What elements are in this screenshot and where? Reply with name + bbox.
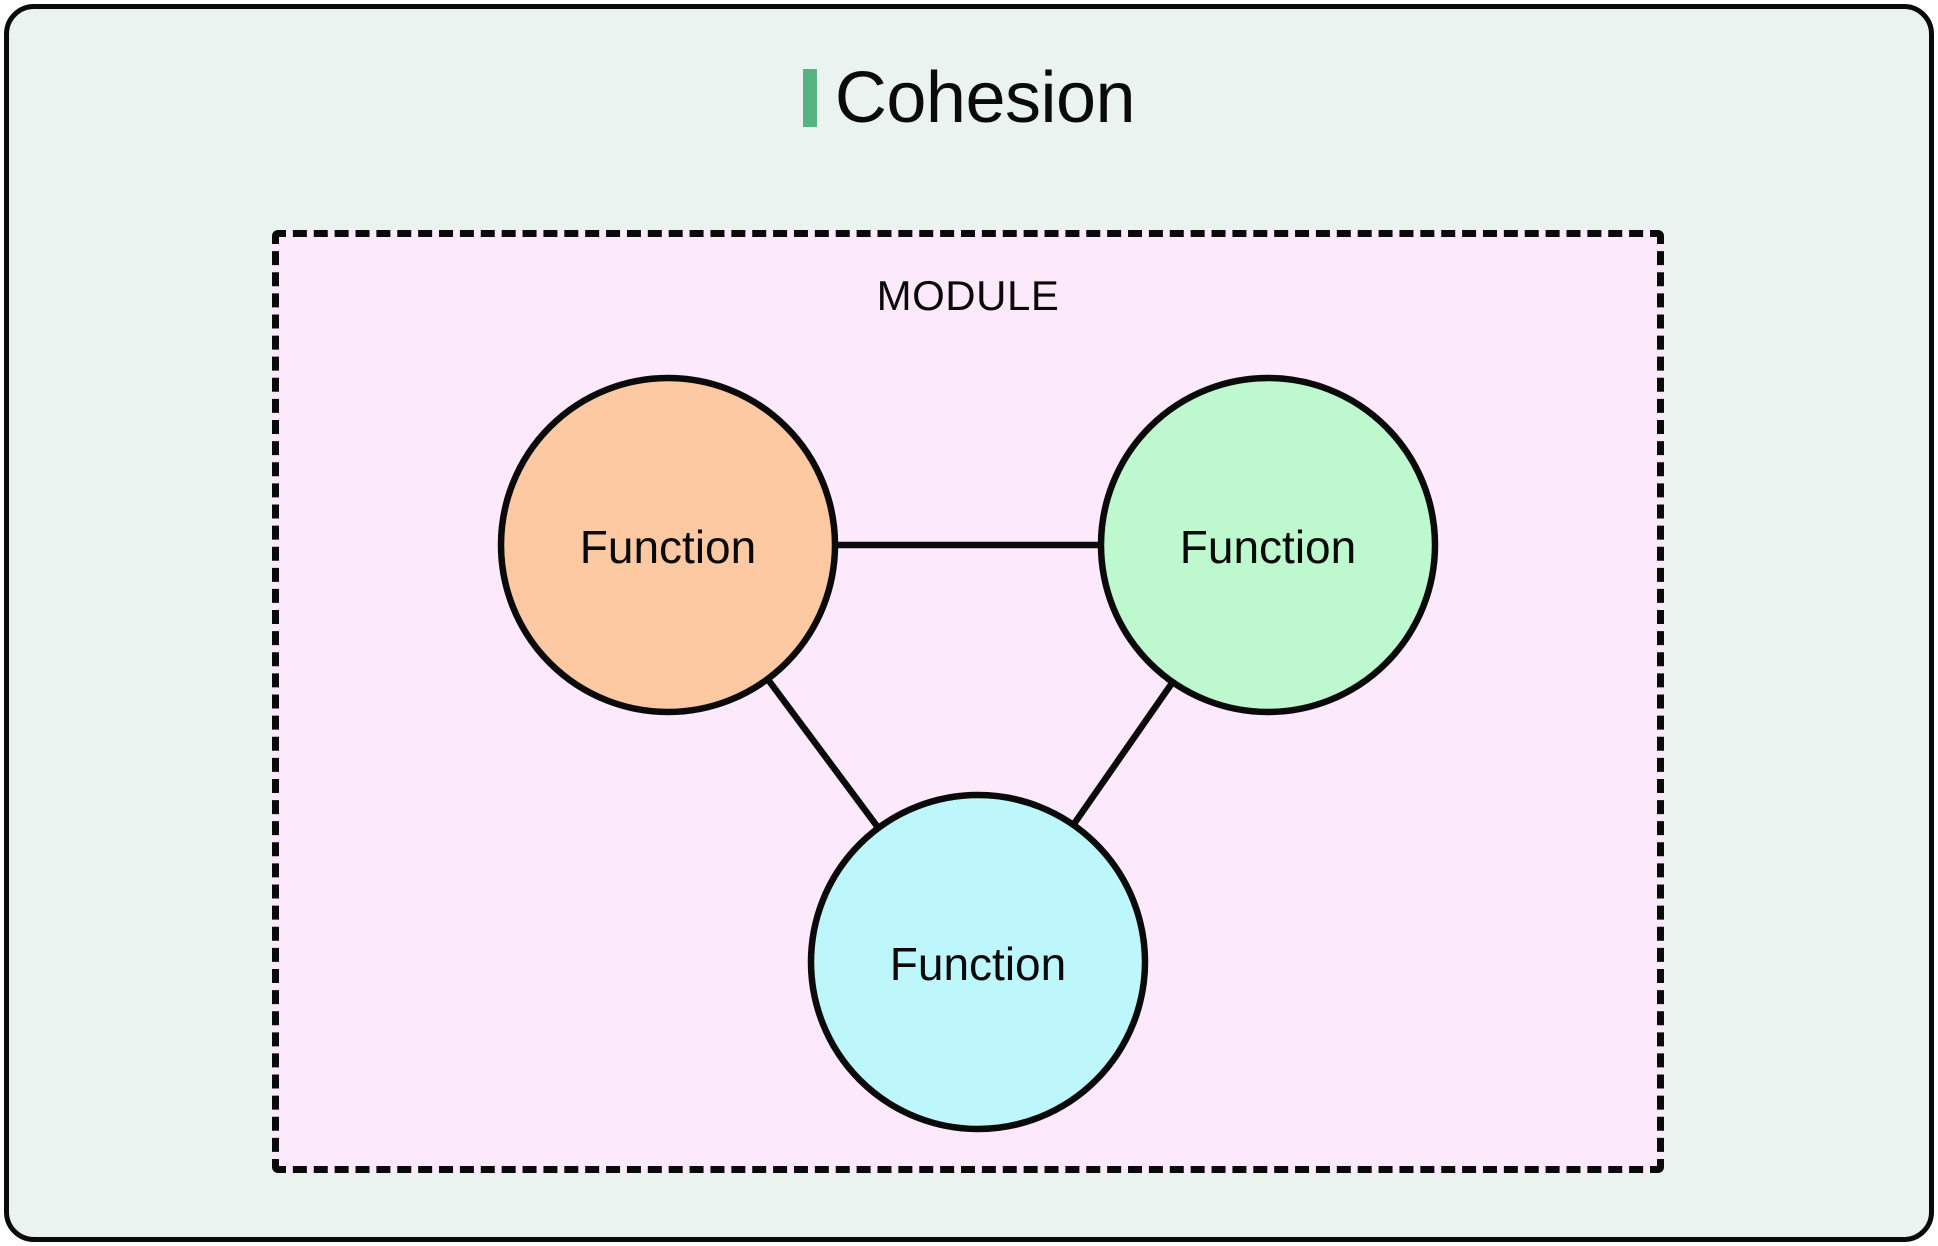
node-label: Function	[1180, 521, 1356, 573]
node-circle	[807, 791, 1149, 1133]
module-label: MODULE	[876, 272, 1060, 319]
node-function-bottom[interactable]: Function	[807, 791, 1149, 1133]
node-function-right[interactable]: Function	[1097, 374, 1439, 716]
edge-layer	[763, 541, 1177, 832]
node-circle	[497, 374, 839, 716]
page-title: Cohesion	[834, 58, 1136, 138]
node-label: Function	[890, 938, 1066, 990]
edge-right-bottom	[1069, 678, 1177, 829]
edge-left-bottom	[763, 675, 883, 832]
accent-bar-icon	[802, 69, 817, 127]
node-function-left[interactable]: Function	[497, 374, 839, 716]
node-circle	[1097, 374, 1439, 716]
node-label: Function	[580, 521, 756, 573]
page-title-row: Cohesion	[0, 52, 1938, 144]
